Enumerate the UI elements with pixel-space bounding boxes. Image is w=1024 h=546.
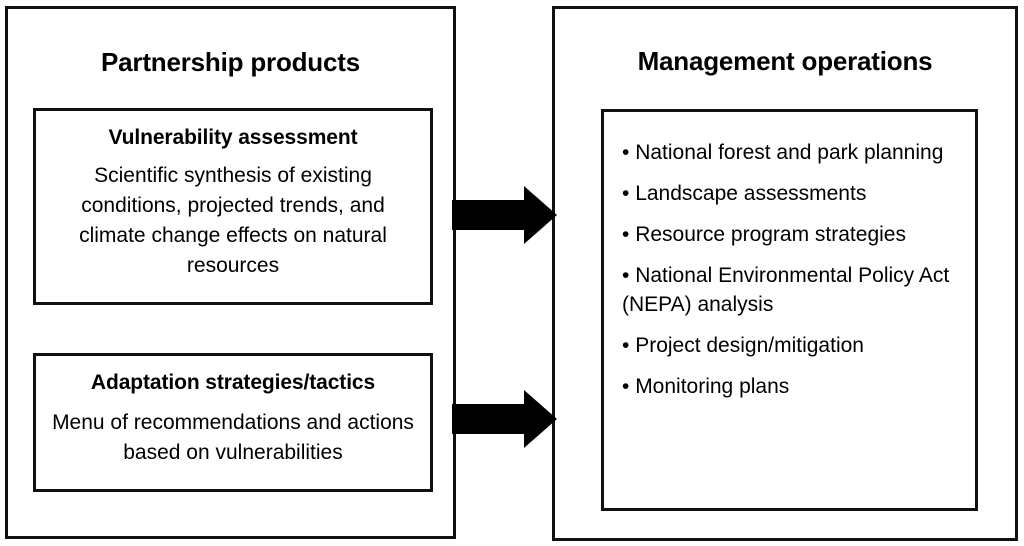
management-operations-box: • National forest and park planning• Lan… bbox=[601, 109, 978, 511]
vulnerability-assessment-heading: Vulnerability assessment bbox=[108, 126, 358, 149]
bullet-item-label: National Environmental Policy Act (NEPA)… bbox=[622, 264, 950, 316]
bullet-item-label: Project design/mitigation bbox=[635, 334, 864, 357]
vulnerability-assessment-body: Scientific synthesis of existing conditi… bbox=[79, 164, 387, 277]
bullet-item: • Resource program strategies bbox=[622, 220, 961, 249]
bullet-item: • National forest and park planning bbox=[622, 138, 961, 167]
bullet-dot-icon: • bbox=[622, 223, 636, 246]
arrow-right-icon-vulnerability bbox=[452, 186, 557, 244]
adaptation-strategies-heading: Adaptation strategies/tactics bbox=[90, 371, 376, 394]
bullet-item: • Landscape assessments bbox=[622, 179, 961, 208]
bullet-item: • Project design/mitigation bbox=[622, 331, 961, 360]
adaptation-strategies-box: Adaptation strategies/tactics Menu of re… bbox=[33, 353, 433, 492]
bullet-dot-icon: • bbox=[622, 182, 636, 205]
bullet-dot-icon: • bbox=[622, 141, 636, 164]
adaptation-strategies-body: Menu of recommendations and actions base… bbox=[52, 411, 414, 464]
bullet-item-label: Landscape assessments bbox=[635, 182, 867, 205]
partnership-products-panel: Partnership products Vulnerability asses… bbox=[5, 6, 456, 539]
management-operations-bullet-list: • National forest and park planning• Lan… bbox=[604, 112, 975, 401]
bullet-dot-icon: • bbox=[622, 375, 636, 398]
bullet-item: • National Environmental Policy Act (NEP… bbox=[622, 261, 961, 319]
bullet-dot-icon: • bbox=[622, 264, 636, 287]
bullet-item-label: Monitoring plans bbox=[635, 375, 790, 398]
bullet-item: • Monitoring plans bbox=[622, 372, 961, 401]
management-operations-title: Management operations bbox=[637, 46, 933, 76]
vulnerability-assessment-box: Vulnerability assessment Scientific synt… bbox=[33, 108, 433, 305]
arrow-right-icon-adaptation bbox=[452, 390, 557, 448]
management-operations-panel: Management operations • National forest … bbox=[552, 6, 1018, 541]
bullet-item-label: Resource program strategies bbox=[635, 223, 906, 246]
partnership-products-title: Partnership products bbox=[101, 47, 360, 77]
bullet-dot-icon: • bbox=[622, 334, 636, 357]
bullet-item-label: National forest and park planning bbox=[635, 141, 944, 164]
